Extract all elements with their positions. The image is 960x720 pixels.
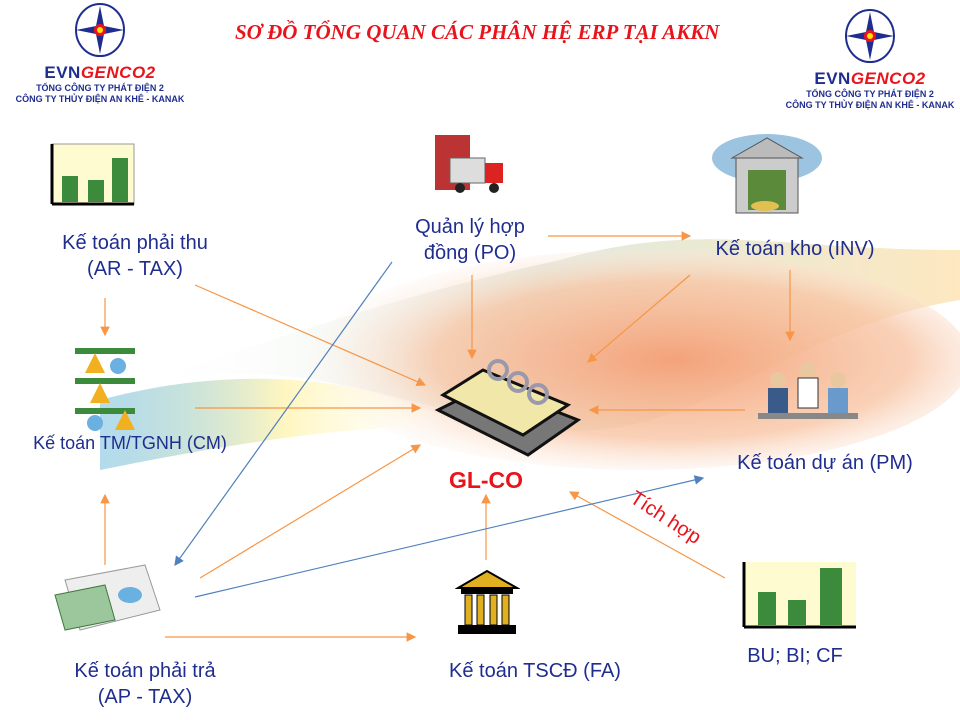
- node-po[interactable]: Quản lý hợp đồng (PO): [380, 214, 560, 266]
- logo-line1: TỔNG CÔNG TY PHÁT ĐIỆN 2: [36, 83, 164, 93]
- bank-building-icon: [455, 569, 520, 634]
- logo-left: EVNGENCO2 TỔNG CÔNG TY PHÁT ĐIỆN 2 CÔNG …: [0, 2, 200, 105]
- truck-icon: [435, 135, 503, 193]
- node-fa[interactable]: Kế toán TSCĐ (FA): [449, 660, 621, 682]
- node-ar-code: (AR - TAX): [87, 258, 183, 280]
- logo-right: EVNGENCO2 TỔNG CÔNG TY PHÁT ĐIỆN 2 CÔNG …: [770, 8, 960, 111]
- evn-star-icon: [75, 3, 125, 57]
- node-ar[interactable]: Kế toán phải thu (AR - TAX): [30, 230, 240, 282]
- node-ap[interactable]: Kế toán phải trả (AP - TAX): [40, 658, 250, 710]
- money-chart-icon: [50, 143, 135, 206]
- node-ap-title: Kế toán phải trả: [74, 660, 216, 682]
- brand-genco: GENCO2: [850, 69, 926, 88]
- brand-genco: GENCO2: [80, 63, 156, 82]
- money-growth-chart-icon: [742, 562, 856, 629]
- node-bu-bi-cf[interactable]: BU; BI; CF: [747, 645, 843, 667]
- shapes-icon: [75, 348, 135, 431]
- brand-evn: EVN: [814, 69, 851, 88]
- evn-star-icon: [845, 9, 895, 63]
- node-po-title: Quản lý hợp: [415, 216, 525, 238]
- bank-vault-icon: [712, 134, 822, 214]
- node-pm[interactable]: Kế toán dự án (PM): [737, 452, 913, 474]
- team-meeting-icon: [758, 362, 858, 419]
- ledger-book-icon: [434, 359, 582, 457]
- node-cm[interactable]: Kế toán TM/TGNH (CM): [33, 433, 227, 453]
- node-ap-code: (AP - TAX): [97, 686, 193, 708]
- node-inv[interactable]: Kế toán kho (INV): [715, 238, 875, 260]
- node-gl-co[interactable]: GL-CO: [448, 467, 524, 493]
- node-po-code: đồng (PO): [423, 242, 517, 264]
- paper-money-icon: [54, 564, 161, 631]
- node-ar-title: Kế toán phải thu: [62, 232, 208, 254]
- brand-evn: EVN: [44, 63, 81, 82]
- page-title: SƠ ĐỒ TỔNG QUAN CÁC PHÂN HỆ ERP TẠI AKKN: [235, 20, 720, 44]
- logo-line2: CÔNG TY THỦY ĐIỆN AN KHÊ - KANAK: [15, 94, 185, 104]
- logo-line1: TỔNG CÔNG TY PHÁT ĐIỆN 2: [806, 89, 934, 99]
- logo-line2: CÔNG TY THỦY ĐIỆN AN KHÊ - KANAK: [785, 100, 955, 110]
